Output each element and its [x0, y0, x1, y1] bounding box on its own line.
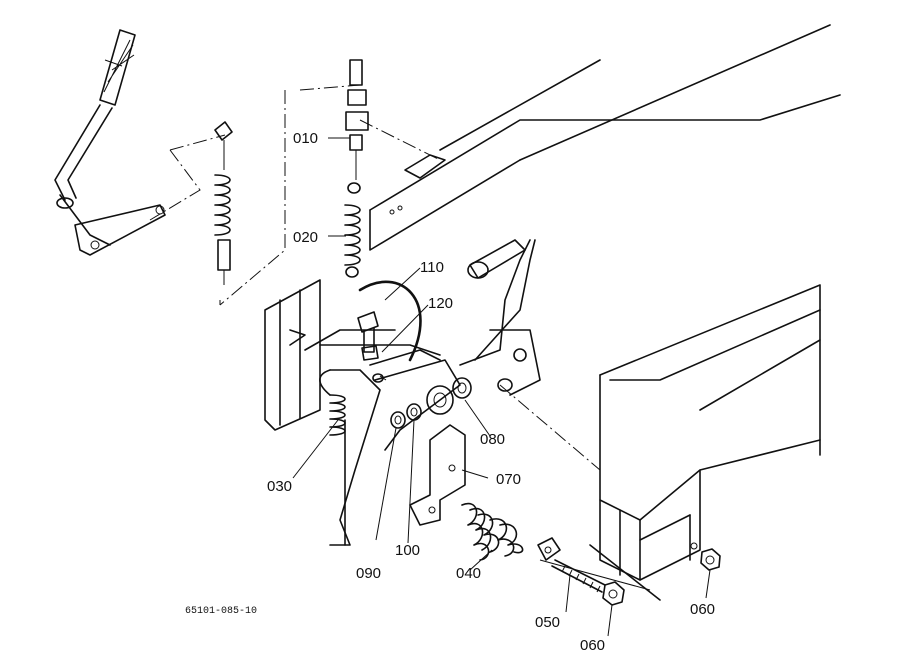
callout-070: 070 — [496, 471, 521, 488]
part-080-collar — [426, 377, 472, 415]
part-070-bracket — [409, 424, 466, 526]
left-bracket-plate — [264, 279, 321, 431]
part-110-wire — [358, 280, 422, 362]
part-060-nut-a — [602, 581, 625, 606]
callout-030: 030 — [267, 478, 292, 495]
lever-spring-rod — [214, 121, 233, 285]
callout-110: 110 — [420, 259, 444, 276]
callout-100: 100 — [395, 542, 420, 559]
part-120-bolt — [357, 311, 379, 361]
callout-120: 120 — [428, 295, 453, 312]
hand-lever — [54, 29, 166, 256]
part-020-spring — [344, 204, 361, 278]
callout-060-a: 060 — [580, 637, 605, 654]
callout-060-b: 060 — [690, 601, 715, 618]
callout-080: 080 — [480, 431, 505, 448]
part-030-spring — [319, 369, 346, 436]
part-100-washer — [406, 403, 422, 421]
leader-lines — [292, 137, 711, 637]
callout-050: 050 — [535, 614, 560, 631]
part-060-nut-b — [700, 548, 721, 571]
callout-040: 040 — [456, 565, 481, 582]
callout-020: 020 — [293, 229, 318, 246]
part-040-spring — [461, 502, 524, 561]
callout-090: 090 — [356, 565, 381, 582]
assembly-outline — [149, 90, 286, 306]
part-050-eye-bolt — [537, 537, 651, 593]
chassis-frame — [299, 24, 841, 601]
part-010-cable — [345, 59, 369, 194]
callout-010: 010 — [293, 130, 318, 147]
drawing-code: 65101-085-10 — [185, 606, 257, 617]
main-lever-assembly — [304, 239, 541, 546]
part-090-washer — [390, 411, 406, 429]
callout-labels: 010 020 030 040 050 060 060 070 080 090 … — [185, 130, 715, 654]
